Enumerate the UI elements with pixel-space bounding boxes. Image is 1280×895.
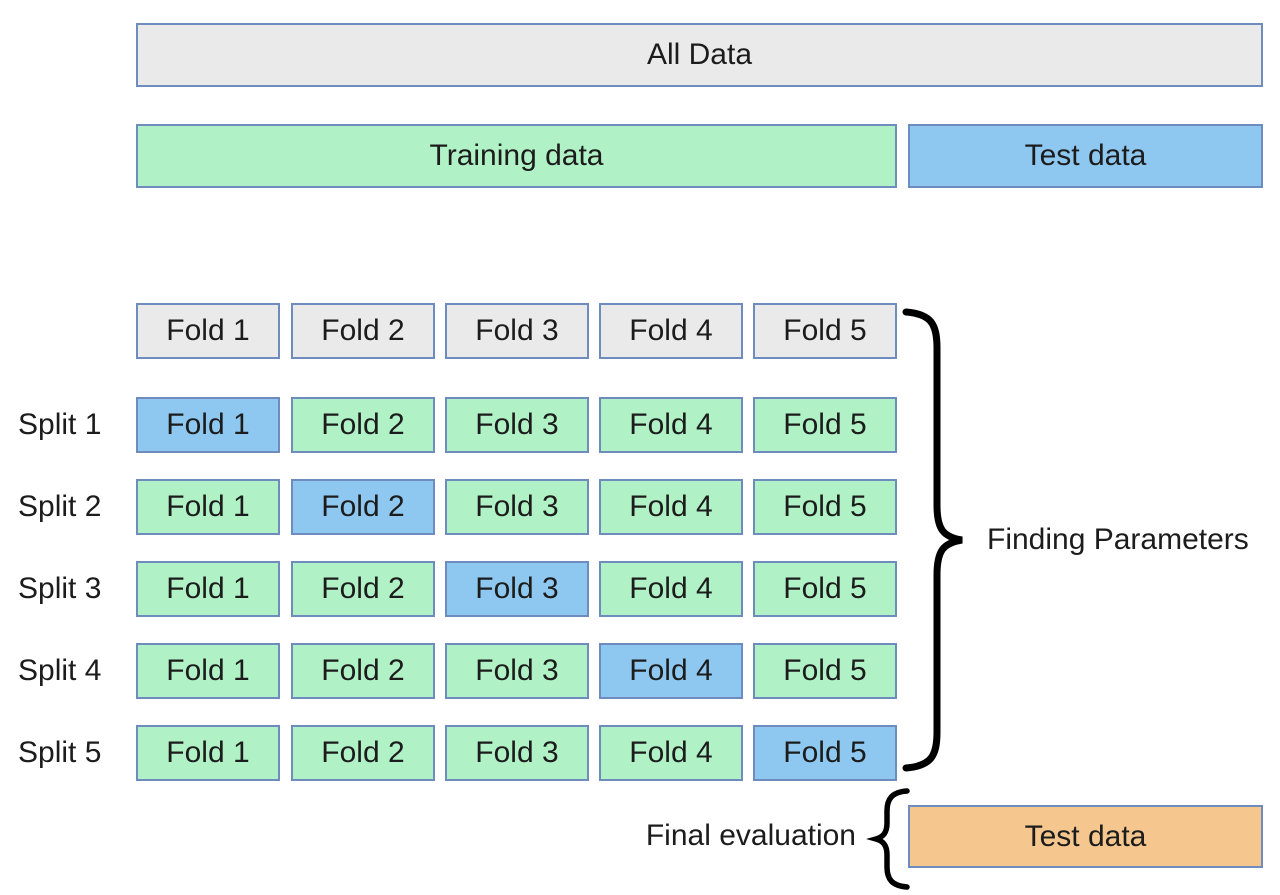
fold-header-1: Fold 1 (136, 303, 280, 359)
fold-cell: Fold 1 (136, 725, 280, 781)
split-1-label: Split 1 (18, 408, 102, 441)
fold-cell: Fold 3 (445, 479, 589, 535)
fold-cell: Fold 4 (599, 397, 743, 453)
split-4-label: Split 4 (18, 654, 102, 687)
fold-cell-validation: Fold 3 (445, 561, 589, 617)
fold-cell: Fold 5 (753, 397, 897, 453)
fold-cell: Fold 1 (136, 643, 280, 699)
split-5-label: Split 5 (18, 736, 102, 769)
fold-cell: Fold 1 (136, 561, 280, 617)
fold-cell: Fold 3 (445, 397, 589, 453)
final-evaluation-label: Final evaluation (645, 819, 856, 852)
fold-cell: Fold 2 (291, 643, 435, 699)
finding-parameters-brace (902, 308, 963, 772)
fold-cell: Fold 2 (291, 725, 435, 781)
fold-cell-validation: Fold 4 (599, 643, 743, 699)
fold-cell: Fold 5 (753, 561, 897, 617)
fold-cell-validation: Fold 1 (136, 397, 280, 453)
fold-cell-validation: Fold 5 (753, 725, 897, 781)
fold-cell: Fold 4 (599, 479, 743, 535)
fold-header-3: Fold 3 (445, 303, 589, 359)
final-test-data-bar: Test data (908, 805, 1263, 868)
fold-cell: Fold 5 (753, 479, 897, 535)
finding-parameters-label: Finding Parameters (987, 523, 1249, 556)
fold-header-5: Fold 5 (753, 303, 897, 359)
fold-cell-validation: Fold 2 (291, 479, 435, 535)
fold-header-4: Fold 4 (599, 303, 743, 359)
fold-cell: Fold 1 (136, 479, 280, 535)
fold-cell: Fold 2 (291, 397, 435, 453)
fold-cell: Fold 3 (445, 643, 589, 699)
fold-cell: Fold 2 (291, 561, 435, 617)
fold-cell: Fold 4 (599, 561, 743, 617)
fold-cell: Fold 5 (753, 643, 897, 699)
split-2-label: Split 2 (18, 490, 102, 523)
final-evaluation-brace (866, 788, 910, 890)
fold-cell: Fold 4 (599, 725, 743, 781)
test-data-bar: Test data (908, 124, 1263, 188)
all-data-bar: All Data (136, 23, 1263, 87)
fold-cell: Fold 3 (445, 725, 589, 781)
training-data-bar: Training data (136, 124, 897, 188)
split-3-label: Split 3 (18, 572, 102, 605)
fold-header-2: Fold 2 (291, 303, 435, 359)
